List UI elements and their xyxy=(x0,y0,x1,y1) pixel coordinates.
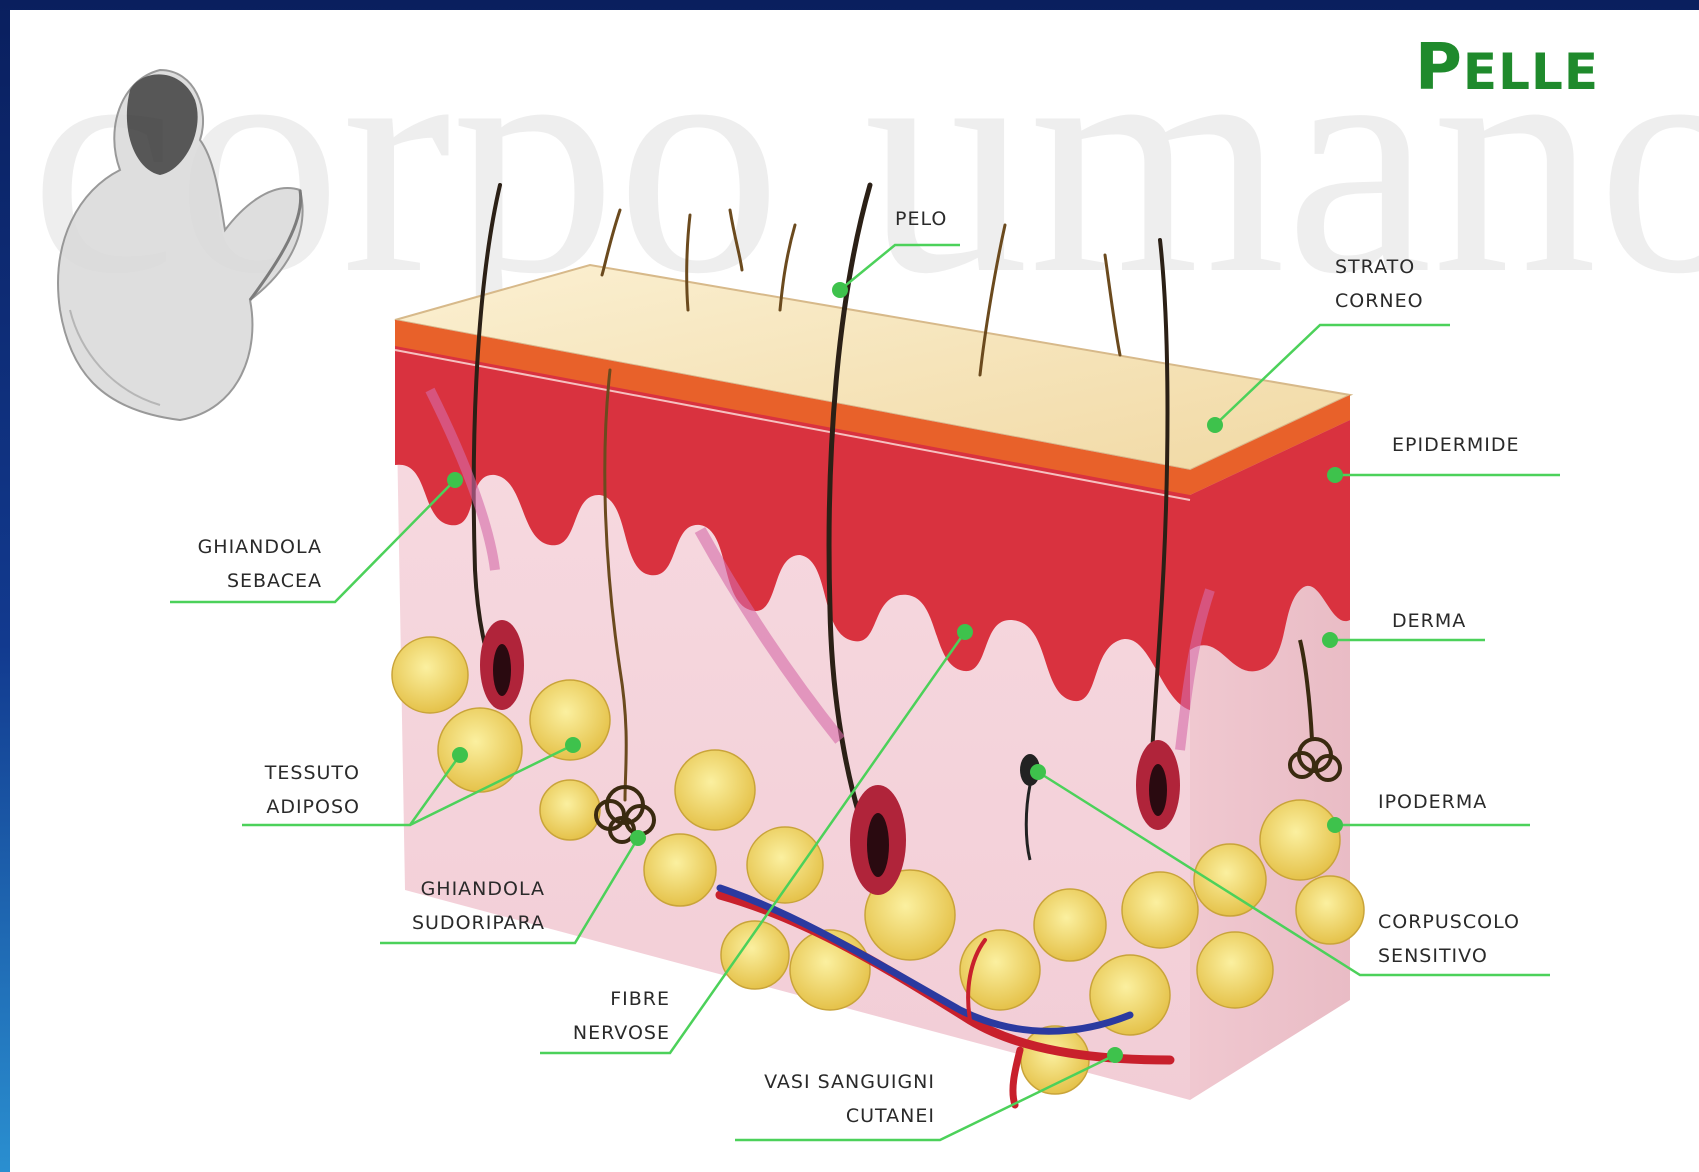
label-ghiandola-sebacea: GHIANDOLASEBACEA xyxy=(150,530,322,598)
leader-strato-corneo-dot xyxy=(1207,417,1223,433)
label-ghiandola-sudoripara: GHIANDOLASUDORIPARA xyxy=(360,872,545,940)
leader-ghiandola-sebacea-dot xyxy=(447,472,463,488)
label-corpuscolo-sensitivo: CORPUSCOLOSENSITIVO xyxy=(1378,905,1520,973)
leader-corpuscolo-sensitivo-dot xyxy=(1030,764,1046,780)
label-ipoderma: IPODERMA xyxy=(1378,785,1487,819)
leader-ipoderma-dot xyxy=(1327,817,1343,833)
leader-ghiandola-sudoripara-dot xyxy=(630,830,646,846)
label-fibre-nervose: FIBRENERVOSE xyxy=(530,982,670,1050)
label-derma: DERMA xyxy=(1392,604,1466,638)
leader-derma-dot xyxy=(1322,632,1338,648)
label-epidermide: EPIDERMIDE xyxy=(1392,428,1520,462)
leader-vasi-sanguigni-cutanei-dot xyxy=(1107,1047,1123,1063)
page-title: PELLE xyxy=(1415,36,1599,100)
leader-tessuto-adiposo-dot xyxy=(452,747,468,763)
label-tessuto-adiposo: TESSUTOADIPOSO xyxy=(220,756,360,824)
label-vasi-sanguigni-cutanei: VASI SANGUIGNICUTANEI xyxy=(710,1065,935,1133)
label-strato-corneo: STRATOCORNEO xyxy=(1335,250,1424,318)
leader-epidermide-dot xyxy=(1327,467,1343,483)
leader-tessuto-adiposo-2-dot xyxy=(565,737,581,753)
leader-fibre-nervose-dot xyxy=(957,624,973,640)
label-pelo: PELO xyxy=(895,202,947,236)
diagram-panel: corpo umano xyxy=(10,10,1699,1172)
leader-pelo-dot xyxy=(832,282,848,298)
